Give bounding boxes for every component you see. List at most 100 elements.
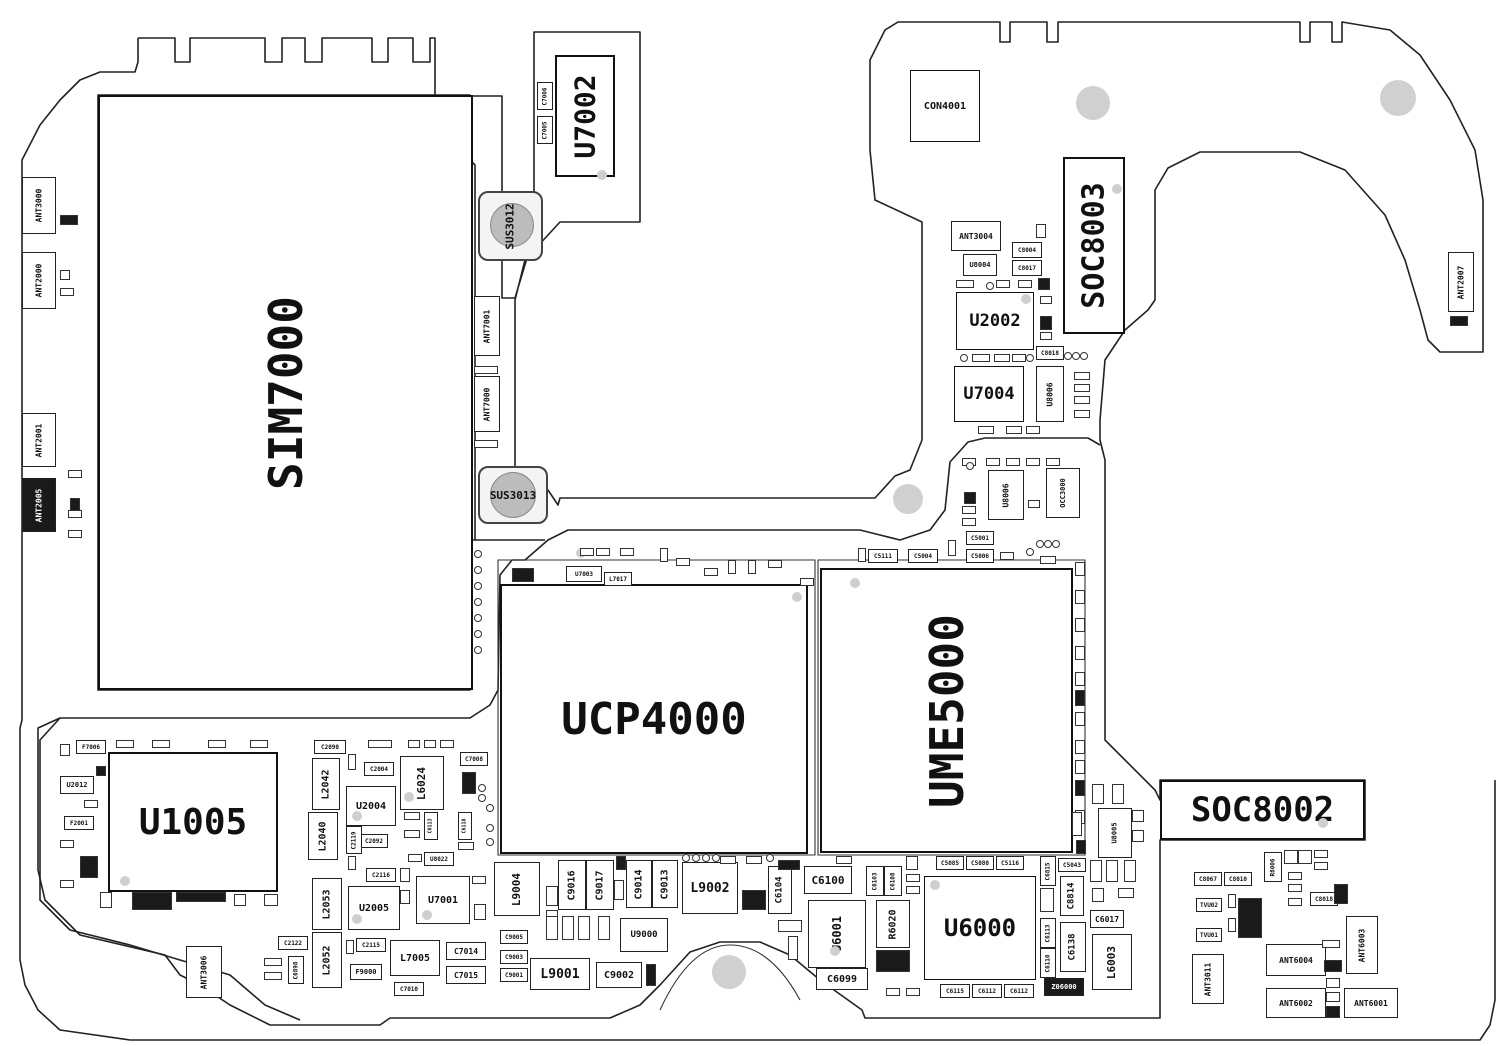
c2116-capacitor[interactable]: C2116: [366, 868, 396, 882]
c2090-capacitor[interactable]: C2090: [314, 740, 346, 754]
c8010-capacitor[interactable]: C8010: [1224, 872, 1252, 886]
u7001-chip[interactable]: U7001: [416, 876, 470, 924]
c8067-capacitor[interactable]: C8067: [1194, 872, 1222, 886]
l2042-inductor[interactable]: L2042: [312, 758, 340, 810]
l6003-inductor[interactable]: L6003: [1092, 934, 1132, 990]
ant2000-pad[interactable]: ANT2000: [22, 252, 56, 309]
u6001-chip[interactable]: U6001: [808, 900, 866, 968]
ant6003-pad[interactable]: ANT6003: [1346, 916, 1378, 974]
c6108-capacitor[interactable]: C6108: [884, 866, 902, 896]
ant7001-pad[interactable]: ANT7001: [474, 296, 500, 356]
c6113b-capacitor[interactable]: C6112: [1004, 984, 1034, 998]
c5004-capacitor[interactable]: C5004: [908, 549, 938, 563]
l2040-inductor[interactable]: L2040: [308, 812, 338, 860]
u7003-chip[interactable]: U7003: [566, 566, 602, 582]
l9001-inductor[interactable]: L9001: [530, 958, 590, 990]
ant6004-pad[interactable]: ANT6004: [1266, 944, 1326, 976]
c8017-capacitor[interactable]: C8017: [1012, 260, 1042, 276]
c6099-capacitor[interactable]: C6099: [816, 968, 868, 990]
u8005-chip[interactable]: U8005: [1098, 808, 1132, 858]
occ3000-chip[interactable]: OCC3000: [1046, 468, 1080, 518]
c9005-capacitor[interactable]: C9005: [500, 930, 528, 944]
c9013-capacitor[interactable]: C9013: [652, 860, 678, 908]
c9017-capacitor[interactable]: C9017: [586, 860, 614, 910]
c9003-capacitor[interactable]: C9003: [500, 950, 528, 964]
c8004-capacitor[interactable]: C8004: [1012, 242, 1042, 258]
sim7000-card-holder[interactable]: SIM7000: [98, 95, 473, 690]
tvu01-diode[interactable]: TVU01: [1196, 928, 1222, 942]
ume5000-chip[interactable]: UME5000: [820, 568, 1073, 853]
c6104-capacitor[interactable]: C6104: [768, 866, 792, 914]
c5043-capacitor[interactable]: C5043: [1058, 858, 1086, 872]
c6110-capacitor[interactable]: C6110: [1040, 948, 1056, 978]
u9000-chip[interactable]: U9000: [620, 918, 668, 952]
c2004-capacitor[interactable]: C2004: [364, 762, 394, 776]
c8814-capacitor[interactable]: C8814: [1060, 876, 1084, 916]
ant3011-pad[interactable]: ANT3011: [1192, 954, 1224, 1004]
tvu02-diode[interactable]: TVU02: [1196, 898, 1222, 912]
soc8002-chip[interactable]: SOC8002: [1160, 780, 1365, 840]
l7017-inductor[interactable]: L7017: [604, 572, 632, 586]
ant7000-pad[interactable]: ANT7000: [474, 376, 500, 432]
c6017-capacitor[interactable]: C6017: [1090, 910, 1124, 928]
con4001-connector[interactable]: CON4001: [910, 70, 980, 142]
c5085-capacitor[interactable]: C5085: [936, 856, 964, 870]
c7008-capacitor[interactable]: C7008: [460, 752, 488, 766]
c7015-capacitor[interactable]: C7015: [446, 966, 486, 984]
r8006-resistor[interactable]: R8006: [1264, 852, 1282, 882]
u1005-chip[interactable]: U1005: [108, 752, 278, 892]
l9004-inductor[interactable]: L9004: [494, 862, 540, 916]
u6000-chip[interactable]: U6000: [924, 876, 1036, 980]
u8022-chip[interactable]: U8022: [424, 852, 454, 866]
c7014-capacitor[interactable]: C7014: [446, 942, 486, 960]
c9002-capacitor[interactable]: C9002: [596, 962, 642, 988]
c8018-capacitor[interactable]: C8018: [1036, 346, 1064, 360]
c6115-capacitor[interactable]: C6115: [940, 984, 970, 998]
c9014-capacitor[interactable]: C9014: [626, 860, 652, 908]
f9000-fuse[interactable]: F9000: [350, 964, 382, 980]
c0113-capacitor[interactable]: C0113: [424, 812, 438, 840]
c2115-capacitor[interactable]: C2115: [356, 938, 386, 952]
ant2007-pad[interactable]: ANT2007: [1448, 252, 1474, 312]
c6103-capacitor[interactable]: C6103: [866, 866, 884, 896]
c6113-capacitor[interactable]: C6113: [1040, 918, 1056, 948]
u8006-chip-upper[interactable]: U8006: [1036, 366, 1064, 422]
ant3000-pad[interactable]: ANT3000: [22, 177, 56, 234]
c5080-capacitor[interactable]: C5080: [966, 856, 994, 870]
c9016-capacitor[interactable]: C9016: [558, 860, 586, 910]
c2092-capacitor[interactable]: C2092: [360, 834, 388, 848]
l6024-inductor[interactable]: L6024: [400, 756, 444, 810]
c6118-capacitor[interactable]: C6118: [458, 812, 472, 840]
c6815-capacitor[interactable]: C6815: [1040, 856, 1056, 886]
c7006-capacitor[interactable]: C7006: [537, 82, 553, 110]
c7010-capacitor[interactable]: C7010: [394, 982, 424, 996]
f2001-fuse[interactable]: F2001: [64, 816, 94, 830]
u8004-chip[interactable]: U8004: [963, 254, 997, 276]
c6898-capacitor[interactable]: C6898: [288, 956, 304, 984]
u7002-chip[interactable]: U7002: [555, 55, 615, 177]
ant6001-pad[interactable]: ANT6001: [1344, 988, 1398, 1018]
c6138-capacitor[interactable]: C6138: [1060, 922, 1086, 972]
r6020-resistor[interactable]: R6020: [876, 900, 910, 948]
c9001-capacitor[interactable]: C9001: [500, 968, 528, 982]
c2119-capacitor[interactable]: C2119: [346, 826, 362, 854]
c7005-capacitor[interactable]: C7005: [537, 116, 553, 144]
u8006-chip-lower[interactable]: U8006: [988, 470, 1024, 520]
l2052-inductor[interactable]: L2052: [312, 932, 342, 988]
ant2005-pad[interactable]: ANT2005: [22, 478, 56, 532]
l7005-inductor[interactable]: L7005: [390, 940, 440, 976]
ant2001-pad[interactable]: ANT2001: [22, 413, 56, 467]
c5111-capacitor[interactable]: C5111: [868, 549, 898, 563]
c5006-capacitor[interactable]: C5006: [966, 549, 994, 563]
ant3004-pad[interactable]: ANT3004: [951, 221, 1001, 251]
c6100-capacitor[interactable]: C6100: [804, 866, 852, 894]
u2012-chip[interactable]: U2012: [60, 776, 94, 794]
z06000-component[interactable]: Z06000: [1044, 978, 1084, 996]
c6112-capacitor[interactable]: C6112: [972, 984, 1002, 998]
ucp4000-chip[interactable]: UCP4000: [500, 584, 808, 854]
c2122-capacitor[interactable]: C2122: [278, 936, 308, 950]
l2053-inductor[interactable]: L2053: [312, 878, 342, 930]
ant6002-pad[interactable]: ANT6002: [1266, 988, 1326, 1018]
c5001-capacitor[interactable]: C5001: [966, 531, 994, 545]
u7004-chip[interactable]: U7004: [954, 366, 1024, 422]
